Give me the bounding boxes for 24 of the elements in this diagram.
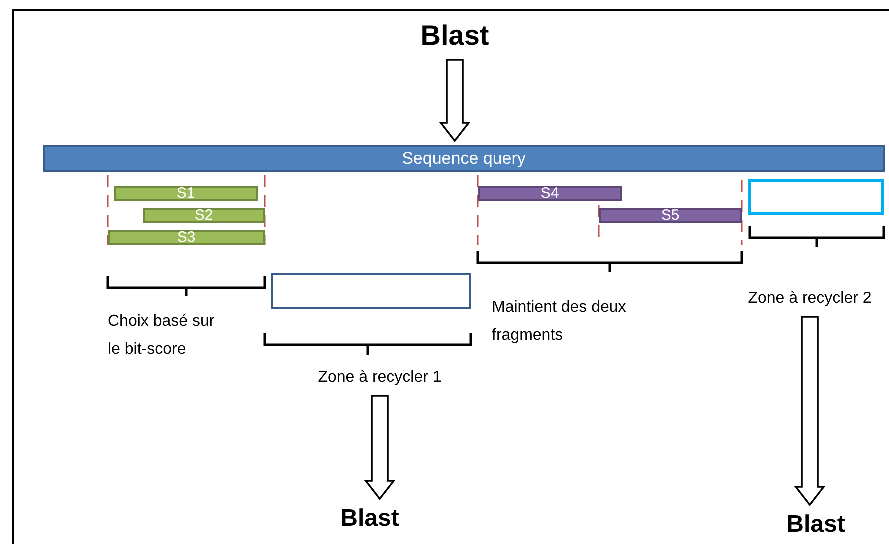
query-sequence-bar xyxy=(43,145,885,172)
bar-label: Sequence query xyxy=(402,148,526,170)
bar-label: S5 xyxy=(661,208,680,223)
bar-label: S1 xyxy=(176,186,196,201)
hit-bar xyxy=(108,230,265,245)
hit-bar xyxy=(599,208,742,223)
zone-label: Zone à recycler 1 xyxy=(318,368,442,388)
hit-bar xyxy=(143,208,265,223)
note-text: Choix basé sur le bit-score xyxy=(108,312,216,360)
recycle-zone-box xyxy=(748,179,884,215)
hit-bar xyxy=(114,186,258,201)
bar-label: S3 xyxy=(177,230,196,245)
hollow-arrow xyxy=(794,316,826,506)
hollow-arrow xyxy=(439,59,471,142)
bar-label: S2 xyxy=(194,208,214,223)
result-text: Blast xyxy=(340,504,400,534)
hit-bar xyxy=(478,186,622,201)
bar-label: S4 xyxy=(540,186,560,201)
title-text: Blast xyxy=(420,19,490,53)
recycle-zone-box xyxy=(271,273,471,309)
zone-label: Zone à recycler 2 xyxy=(748,289,872,309)
result-text: Blast xyxy=(786,510,846,540)
hollow-arrow xyxy=(364,395,396,500)
note-text: Maintient des deux fragments xyxy=(492,298,628,346)
